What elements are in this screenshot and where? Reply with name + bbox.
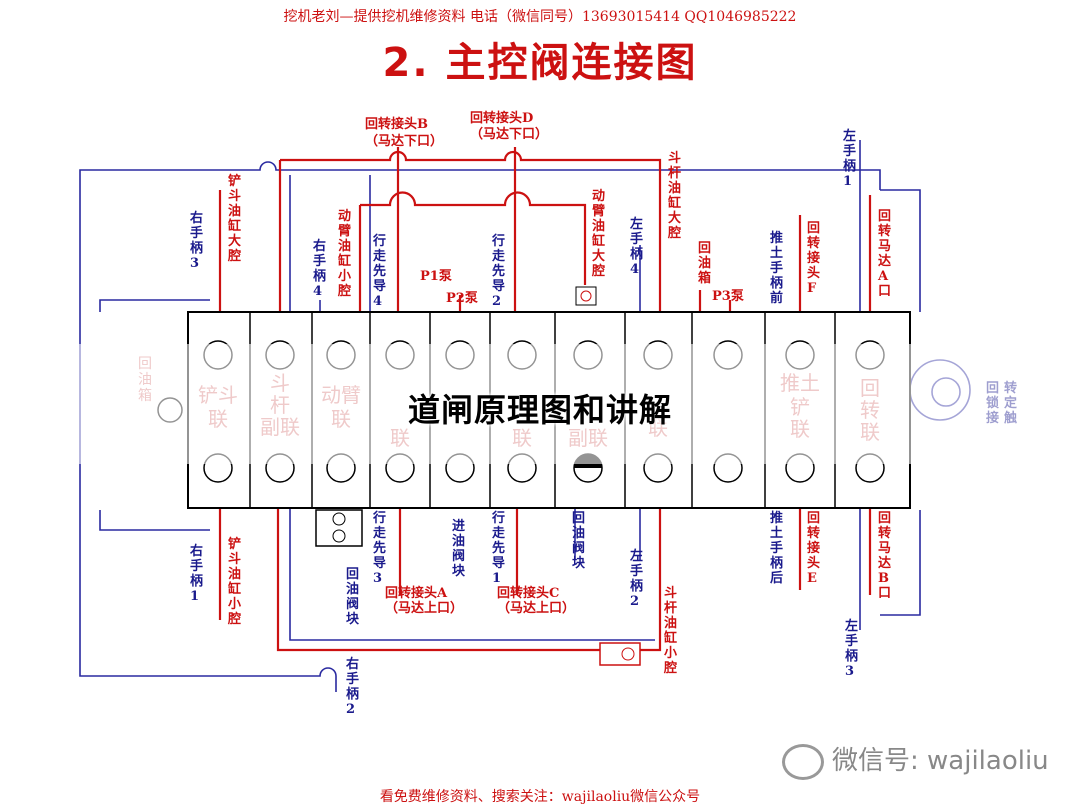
label-return-valve: 回油阀块: [346, 567, 360, 627]
header-contact: 挖机老刘—提供挖机维修资料 电话（微信同号）13693015414 QQ1046…: [283, 9, 797, 25]
label-swivel-a: 回转接头A: [385, 585, 448, 601]
label-dozer-front: 推土手柄前: [770, 230, 783, 306]
label-dozer-rear: 推土手柄后: [770, 510, 783, 586]
label-arm-small: 斗杆油缸小腔: [663, 586, 677, 676]
svg-text:（马达上口）: （马达上口）: [497, 600, 575, 616]
overlay-caption: 道闸原理图和讲解: [407, 391, 672, 429]
wechat-icon: [782, 743, 824, 780]
label-return-valve-2: 回油阀块: [572, 511, 586, 571]
wechat-watermark: 微信号: wajilaoliu: [782, 740, 1049, 780]
footer-text: 看免费维修资料、搜索关注：wajilaoliu微信公众号: [379, 789, 701, 805]
label-arm-big: 斗杆油缸大腔: [667, 151, 681, 241]
label-p1-pump: P1泵: [420, 269, 452, 284]
label-p2-pump: P2泵: [446, 291, 478, 306]
page-title: 2. 主控阀连接图: [382, 40, 698, 86]
label-swivel-c: 回转接头C: [497, 585, 559, 601]
label-bucket-small: 铲斗油缸小腔: [227, 536, 241, 627]
label-return-tank-top: 回油箱: [698, 241, 711, 286]
watermark-text: 微信号: wajilaoliu: [832, 746, 1049, 776]
svg-text:（马达下口）: （马达下口）: [365, 133, 443, 149]
label-bucket-big: 铲斗油缸大腔: [227, 173, 241, 264]
label-boom-big: 动臂油缸大腔: [591, 189, 605, 279]
label-swivel-b: 回转接头B: [365, 116, 428, 132]
svg-text:（马达下口）: （马达下口）: [470, 126, 548, 142]
label-inlet-valve: 进油阀块: [452, 519, 466, 579]
label-boom-small: 动臂油缸小腔: [337, 209, 351, 299]
label-p3-pump: P3泵: [712, 289, 744, 304]
label-swivel-d: 回转接头D: [470, 110, 533, 126]
svg-text:（马达上口）: （马达上口）: [385, 600, 463, 616]
caption-band: [0, 344, 1080, 464]
